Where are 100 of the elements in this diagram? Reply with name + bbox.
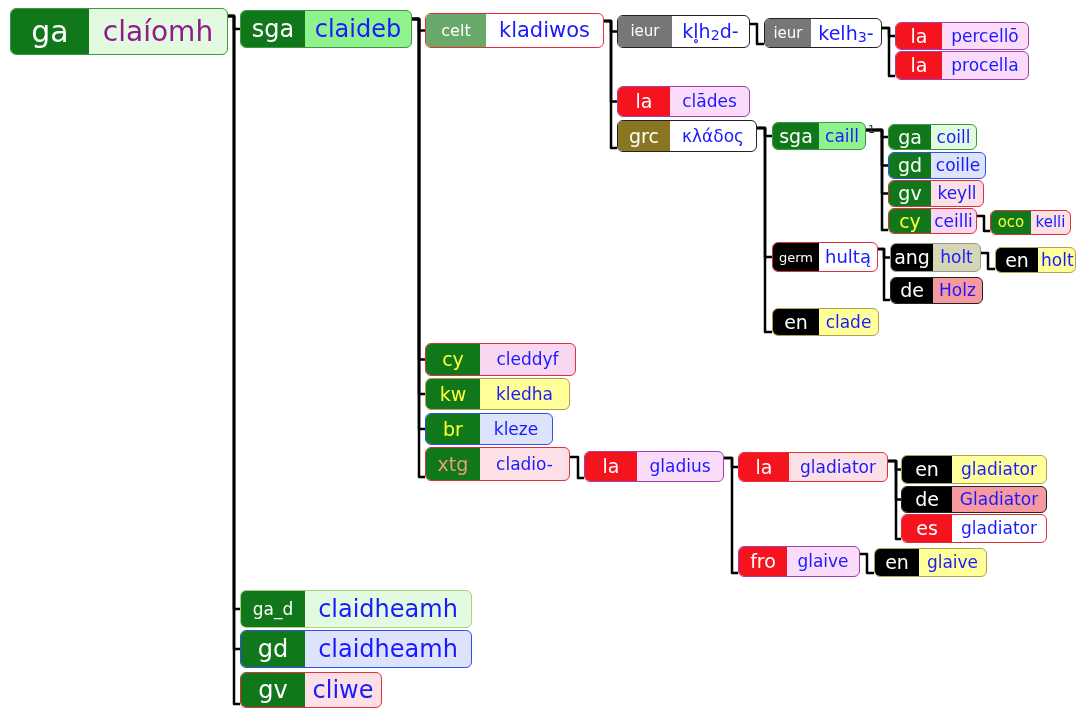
word-label: kledha — [495, 382, 554, 406]
term-box — [995, 247, 1076, 273]
word-label: claidheamh — [317, 634, 459, 665]
language-code: en — [773, 309, 819, 335]
term-box — [772, 242, 878, 272]
word-label: κλάδος — [680, 124, 746, 148]
word-label: glaive — [796, 550, 850, 573]
language-code: de — [891, 278, 933, 303]
term-box — [425, 413, 553, 445]
word-label: Gladiator — [958, 488, 1040, 511]
bracket-line — [860, 552, 874, 575]
language-code: ang — [891, 244, 933, 271]
word-label: gladiator — [799, 455, 877, 479]
bracket-line — [750, 22, 764, 46]
word-label: clādes — [681, 90, 738, 113]
word-label: kl̥h$_{2}$d- — [681, 19, 740, 46]
footnote-mark: 1 — [868, 124, 875, 135]
language-code: gv — [889, 181, 931, 206]
language-code: celt — [426, 14, 486, 47]
term-box — [240, 10, 412, 48]
term-box — [738, 452, 888, 482]
word-label: holt — [1040, 248, 1075, 272]
bracket-line — [977, 214, 990, 233]
word-label: keyll — [936, 182, 978, 205]
word-label: kelh$_{3}$- — [817, 20, 875, 47]
bracket-line — [757, 126, 772, 334]
word-label: gladiator — [960, 517, 1038, 540]
word-label: gladiator — [960, 458, 1038, 481]
language-code: grc — [618, 121, 670, 151]
term-box — [890, 277, 983, 304]
language-code: ga — [11, 9, 89, 54]
word-label: kleze — [492, 417, 540, 441]
term-box — [772, 308, 879, 336]
language-code: gd — [889, 153, 931, 178]
term-box — [901, 486, 1047, 513]
bracket-line — [981, 251, 995, 271]
term-box — [990, 210, 1071, 235]
word-label: cladio- — [495, 452, 554, 476]
word-label: kladiwos — [498, 17, 591, 44]
term-box — [901, 455, 1047, 484]
term-box — [10, 8, 228, 55]
word-label: procella — [950, 54, 1020, 77]
language-code: sga — [773, 123, 819, 149]
language-code: en — [996, 248, 1038, 272]
word-label: coill — [935, 125, 972, 149]
term-box — [738, 546, 860, 577]
language-code: en — [902, 456, 952, 483]
language-code: ieur — [765, 19, 811, 47]
word-label: percellō — [950, 24, 1020, 48]
bracket-line — [878, 247, 890, 302]
word-label: claideb — [313, 14, 403, 45]
bracket-line — [724, 456, 738, 575]
term-box — [617, 120, 757, 152]
word-label: clade — [824, 310, 873, 334]
term-box — [888, 208, 977, 234]
word-label: glaive — [925, 551, 980, 574]
language-code: sga — [241, 11, 305, 47]
term-box — [772, 122, 866, 150]
language-code: en — [875, 549, 919, 576]
language-code: de — [902, 487, 952, 512]
word-label: caill — [824, 124, 860, 148]
term-box — [895, 22, 1029, 50]
bracket-line — [866, 128, 888, 232]
term-box — [425, 378, 570, 410]
term-box — [425, 447, 570, 481]
term-box — [764, 18, 882, 48]
term-box — [240, 590, 472, 628]
bracket-line — [604, 19, 617, 150]
language-code: germ — [773, 243, 819, 271]
term-box — [874, 548, 987, 577]
language-code: gv — [241, 673, 305, 707]
word-label: Holz — [938, 279, 977, 302]
term-box — [901, 514, 1047, 543]
language-code: oco — [991, 211, 1031, 234]
language-code: ieur — [618, 16, 672, 47]
term-box — [425, 343, 576, 376]
word-label: cliwe — [311, 675, 375, 706]
language-code: la — [585, 452, 637, 481]
term-box — [890, 243, 981, 272]
bracket-line — [888, 459, 901, 541]
term-box — [617, 86, 750, 117]
word-label: ceilli — [933, 209, 974, 233]
word-label: claidheamh — [317, 594, 459, 625]
bracket-line — [882, 26, 895, 78]
language-code: kw — [426, 379, 480, 409]
language-code: la — [896, 23, 942, 49]
term-box — [888, 152, 986, 179]
language-code: br — [426, 414, 480, 444]
word-label: gladius — [648, 455, 712, 478]
language-code: gd — [241, 631, 305, 667]
language-code: es — [902, 515, 952, 542]
term-box — [240, 630, 472, 668]
language-code: cy — [889, 209, 931, 233]
language-code: ga — [889, 125, 931, 149]
word-label: hultą — [824, 245, 872, 269]
term-box — [895, 51, 1029, 80]
term-box — [617, 15, 750, 48]
term-box — [240, 672, 382, 708]
word-label: kelli — [1034, 212, 1067, 233]
language-code: la — [739, 453, 789, 481]
